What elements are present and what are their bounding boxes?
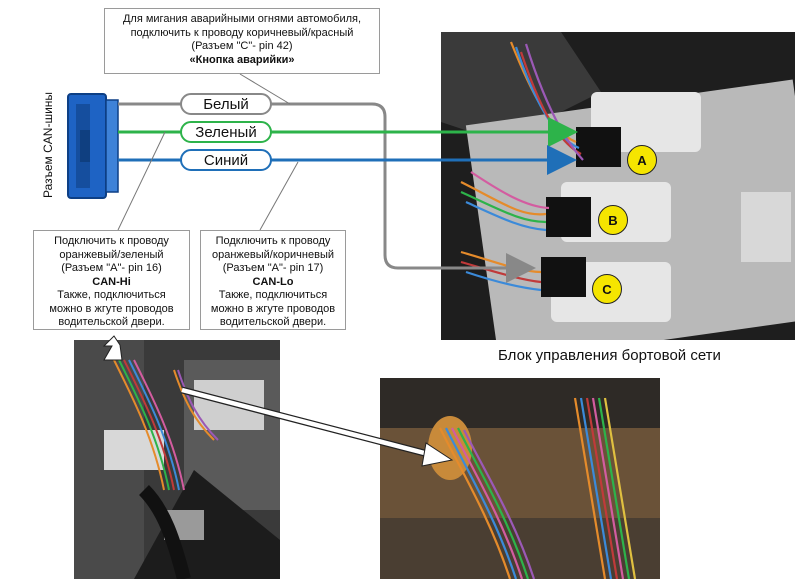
can-bus-connector <box>66 90 120 202</box>
hazard-note-box: Для мигания аварийными огнями автомобиля… <box>104 8 380 74</box>
can-hi-line2: оранжевый/зеленый <box>59 248 164 261</box>
white-wire-label: Белый <box>180 93 272 115</box>
connector-a-badge: A <box>627 145 657 175</box>
pointer-arrow-left <box>102 335 123 361</box>
hazard-note-title: «Кнопка аварийки» <box>189 53 295 66</box>
pointer-arrow-right <box>421 442 454 467</box>
can-lo-note-box: Подключить к проводу оранжевый/коричневы… <box>200 230 346 330</box>
hazard-note-line1: Для мигания аварийными огнями автомобиля… <box>122 13 362 25</box>
can-lo-line5: можно в жгуте проводов <box>210 302 336 315</box>
can-hi-line6: водительской двери. <box>58 316 165 328</box>
connector-b-badge: B <box>598 205 628 235</box>
door-harness-photo <box>74 340 280 579</box>
can-hi-line3: (Разъем "А"- pin 16) <box>61 262 162 274</box>
can-lo-line1: Подключить к проводу <box>215 235 331 247</box>
green-wire-label: Зеленый <box>180 121 272 143</box>
harness-closeup-photo <box>380 378 660 579</box>
photo-caption: Блок управления бортовой сети <box>498 347 721 364</box>
can-lo-line2: оранжевый/коричневый <box>212 248 334 261</box>
can-hi-title: CAN-Hi <box>92 275 131 288</box>
can-hi-line5: можно в жгуте проводов <box>49 302 174 315</box>
hazard-note-line3: (Разъем "С"- pin 42) <box>191 40 293 52</box>
can-lo-line3: (Разъем "А"- pin 17) <box>222 262 324 274</box>
blue-wire-label: Синий <box>180 149 272 171</box>
white-wire <box>118 102 536 283</box>
can-lo-line6: водительской двери. <box>219 316 327 328</box>
can-lo-title: CAN-Lo <box>252 275 294 288</box>
can-hi-line1: Подключить к проводу <box>54 235 169 247</box>
can-hi-note-box: Подключить к проводу оранжевый/зеленый (… <box>33 230 190 330</box>
can-lo-line4: Также, подключиться <box>218 289 328 301</box>
connector-c-badge: C <box>592 274 622 304</box>
hazard-note-line2: подключить к проводу коричневый/красный <box>130 26 354 39</box>
can-hi-line4: Также, подключиться <box>57 289 166 301</box>
